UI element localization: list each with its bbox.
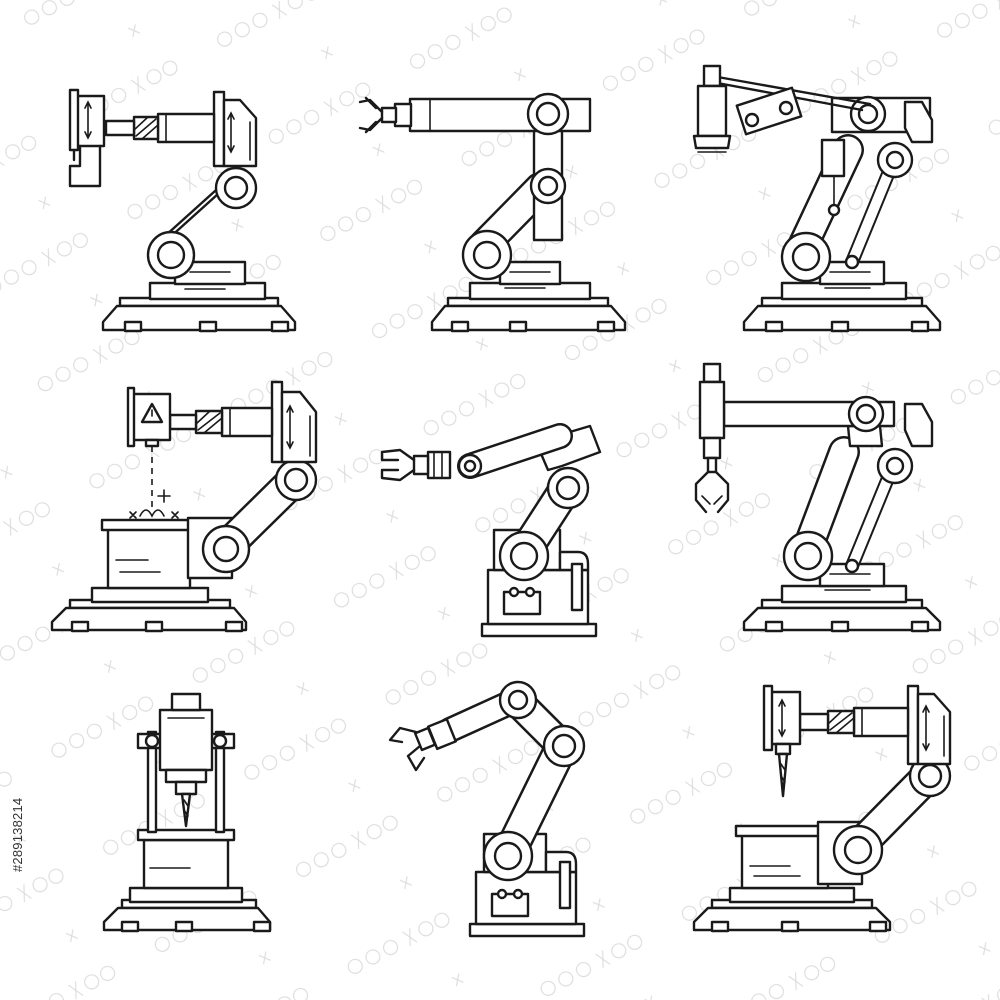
laser-robot-arm-icon (50, 380, 318, 633)
stock-id-text: #289138214 (10, 797, 25, 872)
claw-robot-arm-icon (380, 423, 602, 638)
suction-robot-arm-icon (692, 64, 942, 333)
welding-robot-arm-icon (68, 88, 297, 333)
drill-robot-arm-icon (692, 684, 952, 933)
articulated-gripper-arm-icon (388, 680, 586, 938)
drill-press-machine-icon (102, 692, 272, 933)
vertical-gripper-robot-arm-icon (694, 362, 942, 633)
gripper-robot-arm-icon (358, 92, 627, 333)
